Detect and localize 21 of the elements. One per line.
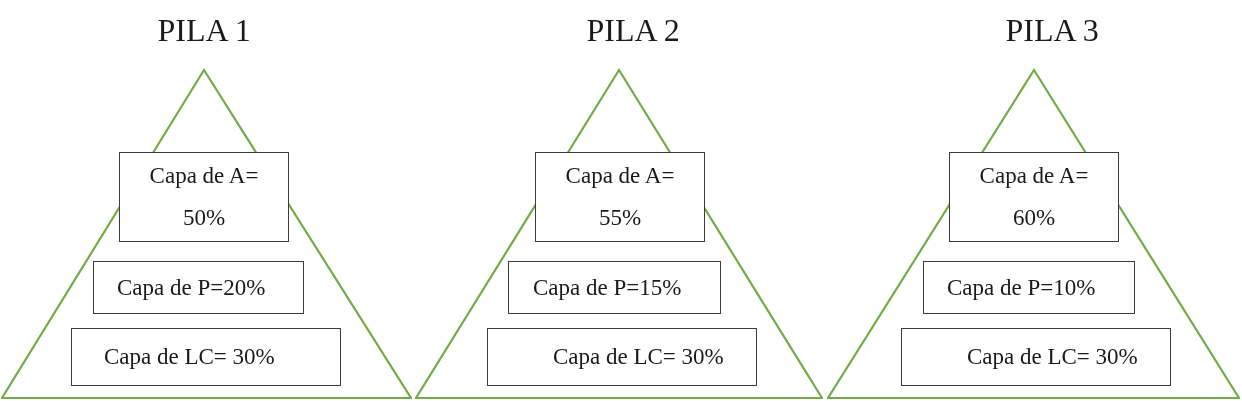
layer-box [901,328,1171,386]
layer-label: Capa de A= 60% [978,162,1090,232]
pyramid-title: PILA 2 [586,14,680,46]
layer-box [71,328,341,386]
layer-label: Capa de LC= 30% [104,344,275,370]
pyramid-title: PILA 3 [1005,14,1099,46]
layer-box [508,261,721,314]
layer-label: Capa de P=20% [117,274,266,301]
layer-label: Capa de LC= 30% [967,344,1138,370]
layer-box [923,261,1135,314]
layer-box [119,152,289,242]
pyramid-title: PILA 1 [157,14,251,46]
layer-label: Capa de A= 55% [564,162,676,232]
layer-box [535,152,705,242]
layer-box [487,328,757,386]
layer-box [949,152,1119,242]
layer-label: Capa de P=10% [947,274,1096,301]
layer-label: Capa de P=15% [533,274,682,301]
layer-label: Capa de LC= 30% [553,344,724,370]
layer-label: Capa de A= 50% [148,162,260,232]
layer-box [93,261,304,314]
